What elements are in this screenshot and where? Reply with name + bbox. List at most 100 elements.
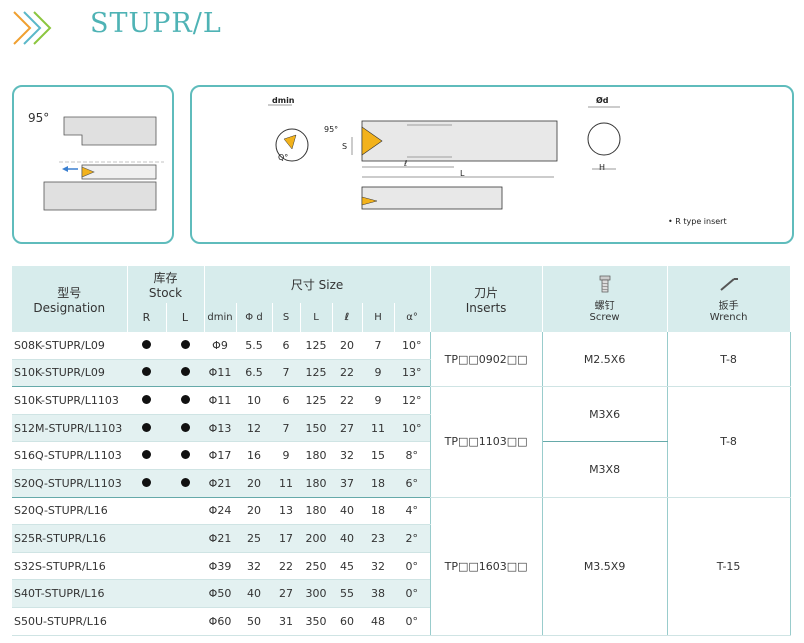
cell-r [127, 359, 166, 388]
cell-angle: 6° [394, 469, 431, 498]
cell-angle: 0° [394, 552, 431, 581]
cell-h: 18 [362, 497, 394, 526]
cell-r [127, 386, 166, 415]
cell-phid: 6.5 [236, 359, 272, 388]
cell-s: 7 [272, 414, 300, 443]
cell-des: S40T-STUPR/L16 [12, 579, 127, 608]
inserts-header: 刀片 Inserts [430, 266, 543, 332]
h-label: H [599, 163, 606, 172]
cell-phid: 12 [236, 414, 272, 443]
dmin-label: dmin [272, 96, 295, 105]
cell-screw: M3X8 [541, 441, 668, 498]
col-h: H [362, 303, 395, 332]
cell-dmin: Φ17 [204, 441, 236, 470]
cell-des: S20Q-STUPR/L16 [12, 497, 127, 526]
stock-dot-icon [142, 339, 151, 349]
cell-l [166, 414, 204, 443]
col-s: S [272, 303, 301, 332]
page-title: STUPR/L [90, 8, 222, 39]
cell-wrench: T-8 [666, 332, 791, 388]
cell-h: 18 [362, 469, 394, 498]
col-r: R [127, 303, 167, 332]
cell-s: 13 [272, 497, 300, 526]
stock-header: 库存 Stock [127, 266, 205, 303]
cell-bigl: 180 [300, 469, 332, 498]
cell-angle: 10° [394, 414, 431, 443]
cell-s: 31 [272, 607, 300, 636]
col-dmin: dmin [204, 303, 237, 332]
l-small-label: ℓ [404, 159, 408, 168]
cell-smalll: 60 [332, 607, 362, 636]
cell-h: 11 [362, 414, 394, 443]
cell-des: S50U-STUPR/L16 [12, 607, 127, 636]
cell-smalll: 55 [332, 579, 362, 608]
cell-smalll: 45 [332, 552, 362, 581]
cell-h: 15 [362, 441, 394, 470]
stock-dot-icon [142, 394, 151, 404]
spec-table: 型号 Designation 库存 Stock 尺寸 Size 刀片 Inser… [12, 266, 791, 636]
cell-smalll: 40 [332, 524, 362, 553]
cell-l [166, 359, 204, 388]
angle-label: 95° [324, 125, 339, 134]
cell-bigl: 125 [300, 332, 332, 360]
cell-r [127, 524, 166, 553]
cell-dmin: Φ11 [204, 386, 236, 415]
phi-d-label: Ød [596, 96, 609, 105]
l-big-label: L [460, 169, 465, 178]
cell-bigl: 180 [300, 441, 332, 470]
cell-s: 9 [272, 441, 300, 470]
cell-insert: TP□□1103□□ [429, 386, 543, 498]
stock-dot-icon [142, 367, 151, 377]
cell-dmin: Φ60 [204, 607, 236, 636]
col-phid: Φ d [236, 303, 273, 332]
cell-screw: M3X6 [541, 386, 668, 443]
col-bigl: L [300, 303, 333, 332]
stock-dot-icon [180, 339, 190, 349]
cell-bigl: 180 [300, 497, 332, 526]
cell-smalll: 27 [332, 414, 362, 443]
workpiece-drawing [43, 116, 164, 211]
cell-r [127, 414, 166, 443]
stock-dot-icon [180, 367, 190, 377]
cell-dmin: Φ39 [204, 552, 236, 581]
cell-screw: M2.5X6 [541, 332, 668, 388]
cell-smalll: 37 [332, 469, 362, 498]
cell-s: 7 [272, 359, 300, 388]
cell-phid: 50 [236, 607, 272, 636]
cell-smalll: 22 [332, 386, 362, 415]
q-label: Q° [278, 153, 289, 162]
stock-dot-icon [142, 422, 151, 432]
cell-r [127, 607, 166, 636]
cell-dmin: Φ9 [204, 332, 236, 360]
cell-l [166, 524, 204, 553]
cell-phid: 20 [236, 497, 272, 526]
cell-angle: 10° [394, 332, 431, 360]
col-angle: α° [394, 303, 431, 332]
cell-smalll: 20 [332, 332, 362, 360]
cell-angle: 8° [394, 441, 431, 470]
cell-l [166, 332, 204, 360]
cell-bigl: 150 [300, 414, 332, 443]
cell-h: 38 [362, 579, 394, 608]
cell-r [127, 332, 166, 360]
cell-phid: 25 [236, 524, 272, 553]
cell-angle: 13° [394, 359, 431, 388]
tool-position-diagram: 95° [12, 85, 174, 244]
cell-s: 11 [272, 469, 300, 498]
tool-dimension-diagram: dmin Q° 95° S ℓ L Ød H • R type insert [190, 85, 794, 244]
cell-h: 23 [362, 524, 394, 553]
cell-r [127, 469, 166, 498]
cell-s: 22 [272, 552, 300, 581]
stock-dot-icon [180, 450, 190, 460]
cell-angle: 2° [394, 524, 431, 553]
cell-l [166, 386, 204, 415]
cell-wrench: T-15 [666, 497, 791, 636]
insert-type-note: • R type insert [668, 217, 727, 226]
